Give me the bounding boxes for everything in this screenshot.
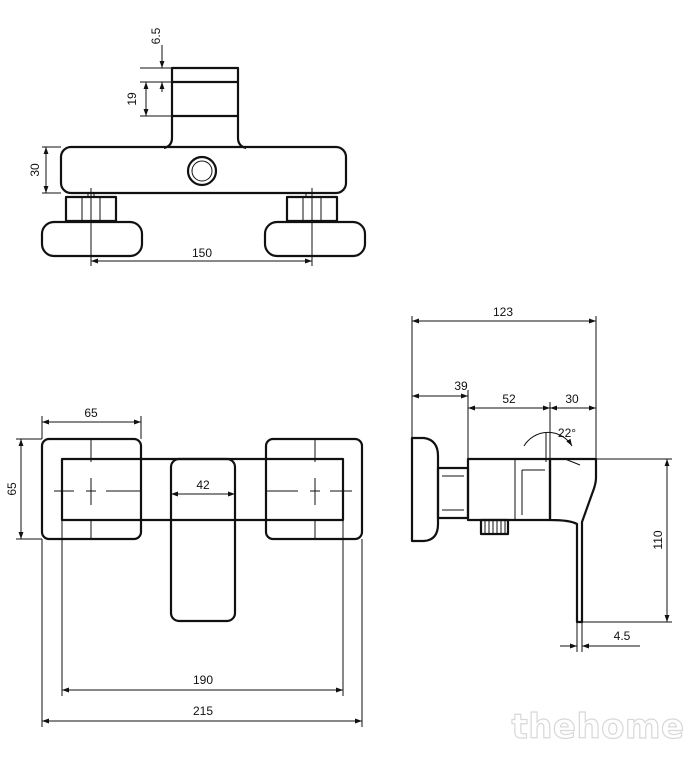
dim-65-width: 65 — [84, 406, 98, 420]
dim-6-5: 6.5 — [149, 27, 163, 44]
side-body — [466, 457, 552, 522]
dim-110: 110 — [651, 530, 665, 549]
side-handle — [548, 457, 598, 624]
dim-19: 19 — [125, 92, 139, 106]
dim-4-5: 4.5 — [614, 629, 631, 643]
dim-150: 150 — [192, 246, 212, 260]
dim-123: 123 — [493, 305, 513, 319]
top-outlet-ring — [186, 155, 218, 187]
top-neck — [163, 116, 247, 150]
dim-190: 190 — [193, 673, 213, 687]
top-left-flange — [40, 220, 144, 258]
front-view: 65 65 42 190 215 — [5, 406, 364, 727]
front-right-escutcheon — [264, 437, 364, 541]
watermark-logo: thehome — [511, 707, 684, 747]
dim-215: 215 — [193, 704, 213, 718]
dim-22-deg: 22° — [558, 426, 576, 440]
dim-65-height: 65 — [5, 482, 19, 496]
dim-30-side: 30 — [565, 392, 579, 406]
side-wall-flange — [410, 436, 440, 543]
top-view: 6.5 19 30 150 — [28, 27, 367, 266]
side-outlet-thread — [479, 518, 510, 536]
dim-42: 42 — [196, 478, 210, 492]
dim-52: 52 — [502, 392, 516, 406]
dim-39: 39 — [454, 379, 468, 393]
side-view: 123 39 52 30 22° 110 4.5 — [410, 305, 672, 652]
top-right-flange — [263, 220, 367, 258]
top-body — [59, 145, 348, 195]
front-handle — [169, 457, 237, 623]
dim-30: 30 — [28, 163, 42, 177]
top-handle — [170, 66, 240, 118]
